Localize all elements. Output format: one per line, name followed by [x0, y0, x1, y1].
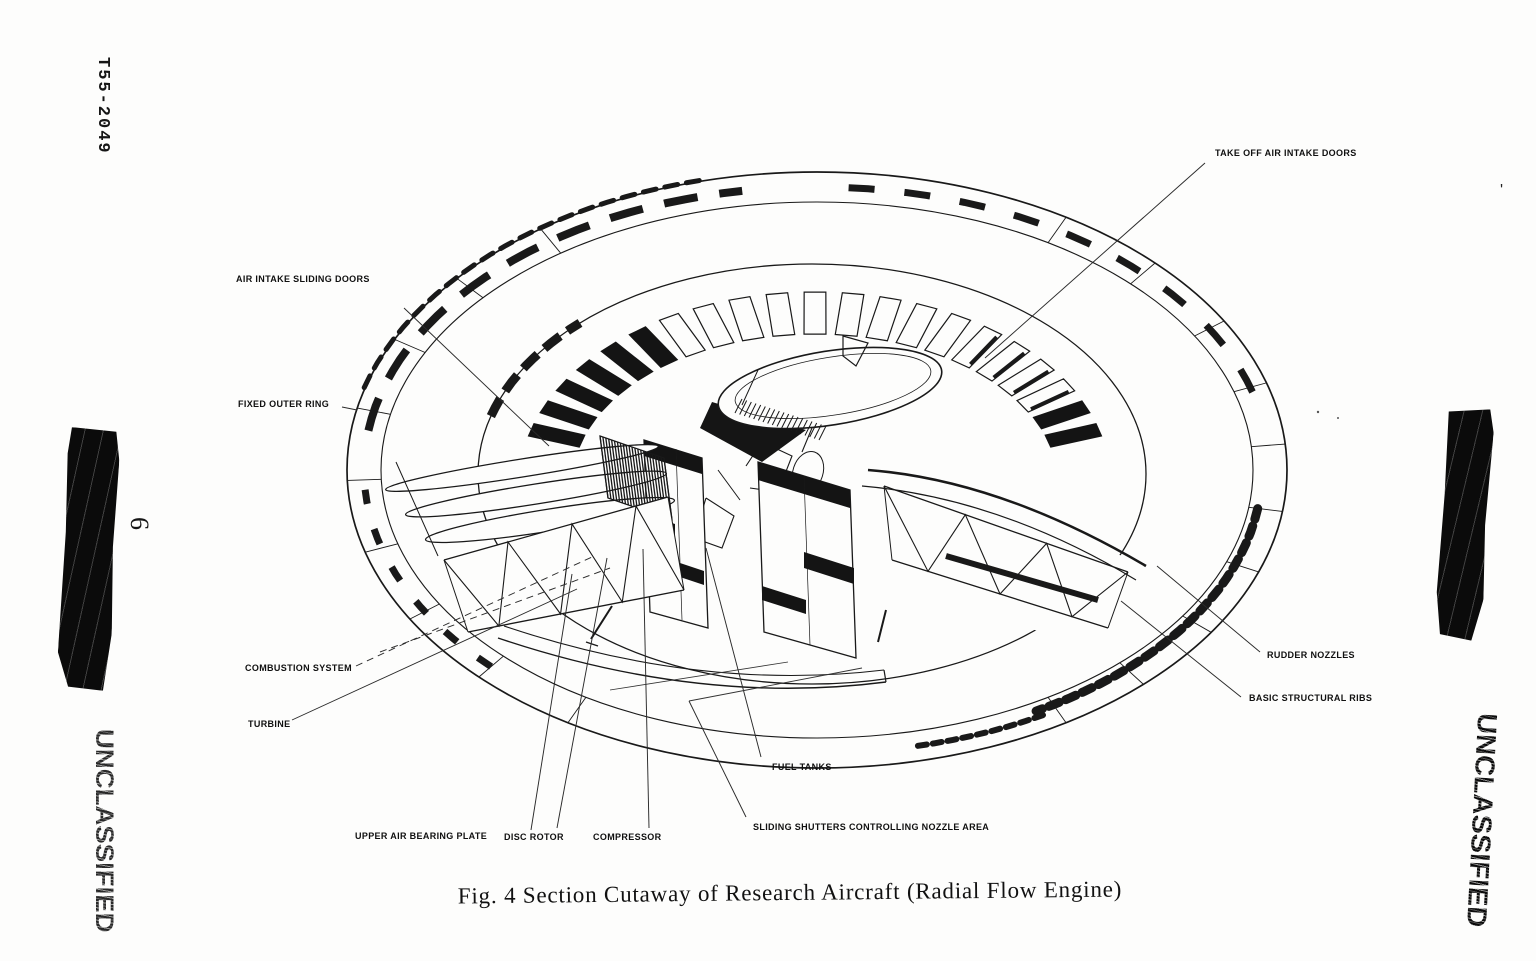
left-truss	[443, 496, 685, 633]
intake-slot-crown	[527, 291, 1103, 448]
label-upper-air-bearing-plate: UPPER AIR BEARING PLATE	[355, 831, 488, 841]
leader-fuel-tanks	[705, 547, 762, 758]
label-fuel-tanks: FUEL TANKS	[772, 762, 832, 772]
leader-fixed-outer-ring	[341, 406, 358, 411]
leader-turbine	[291, 588, 578, 721]
nozzle-shutter-band	[497, 605, 887, 691]
right-truss	[861, 468, 1147, 648]
leader-lines	[291, 162, 1261, 831]
leader-rudder-nozzles	[1156, 565, 1261, 653]
leader-disc-rotor	[556, 557, 608, 829]
air-intake-doors	[361, 177, 1256, 670]
label-fixed-outer-ring: FIXED OUTER RING	[238, 399, 330, 409]
label-disc-rotor: DISC ROTOR	[504, 832, 564, 842]
stray-mark: '	[1500, 182, 1504, 199]
leader-compressor	[642, 548, 650, 829]
label-air-intake-sliding-doors: AIR INTAKE SLIDING DOORS	[236, 274, 370, 284]
label-turbine: TURBINE	[248, 719, 291, 729]
structural-columns	[643, 439, 857, 659]
label-sliding-shutters: SLIDING SHUTTERS CONTROLLING NOZZLE AREA	[753, 822, 990, 832]
rudder-nozzle-scallops	[911, 504, 1263, 750]
leader-combustion-system-2	[379, 567, 611, 653]
label-take-off-air-intake-doors: TAKE OFF AIR INTAKE DOORS	[1215, 148, 1357, 158]
label-compressor: COMPRESSOR	[593, 832, 662, 842]
label-rudder-nozzles: RUDDER NOZZLES	[1267, 650, 1355, 660]
label-basic-structural-ribs: BASIC STRUCTURAL RIBS	[1249, 693, 1373, 703]
cockpit-canopy	[700, 335, 943, 462]
leader-air-intake-sliding-doors	[403, 307, 550, 447]
paper-specks	[1316, 410, 1339, 419]
leader-basic-structural-ribs	[1120, 600, 1242, 698]
leader-sliding-shutters	[688, 700, 747, 818]
leader-upper-air-bearing-plate	[530, 573, 573, 831]
leader-take-off-air-intake-doors	[984, 162, 1206, 359]
leader-combustion-system	[355, 556, 593, 667]
label-combustion-system: COMBUSTION SYSTEM	[245, 663, 352, 673]
